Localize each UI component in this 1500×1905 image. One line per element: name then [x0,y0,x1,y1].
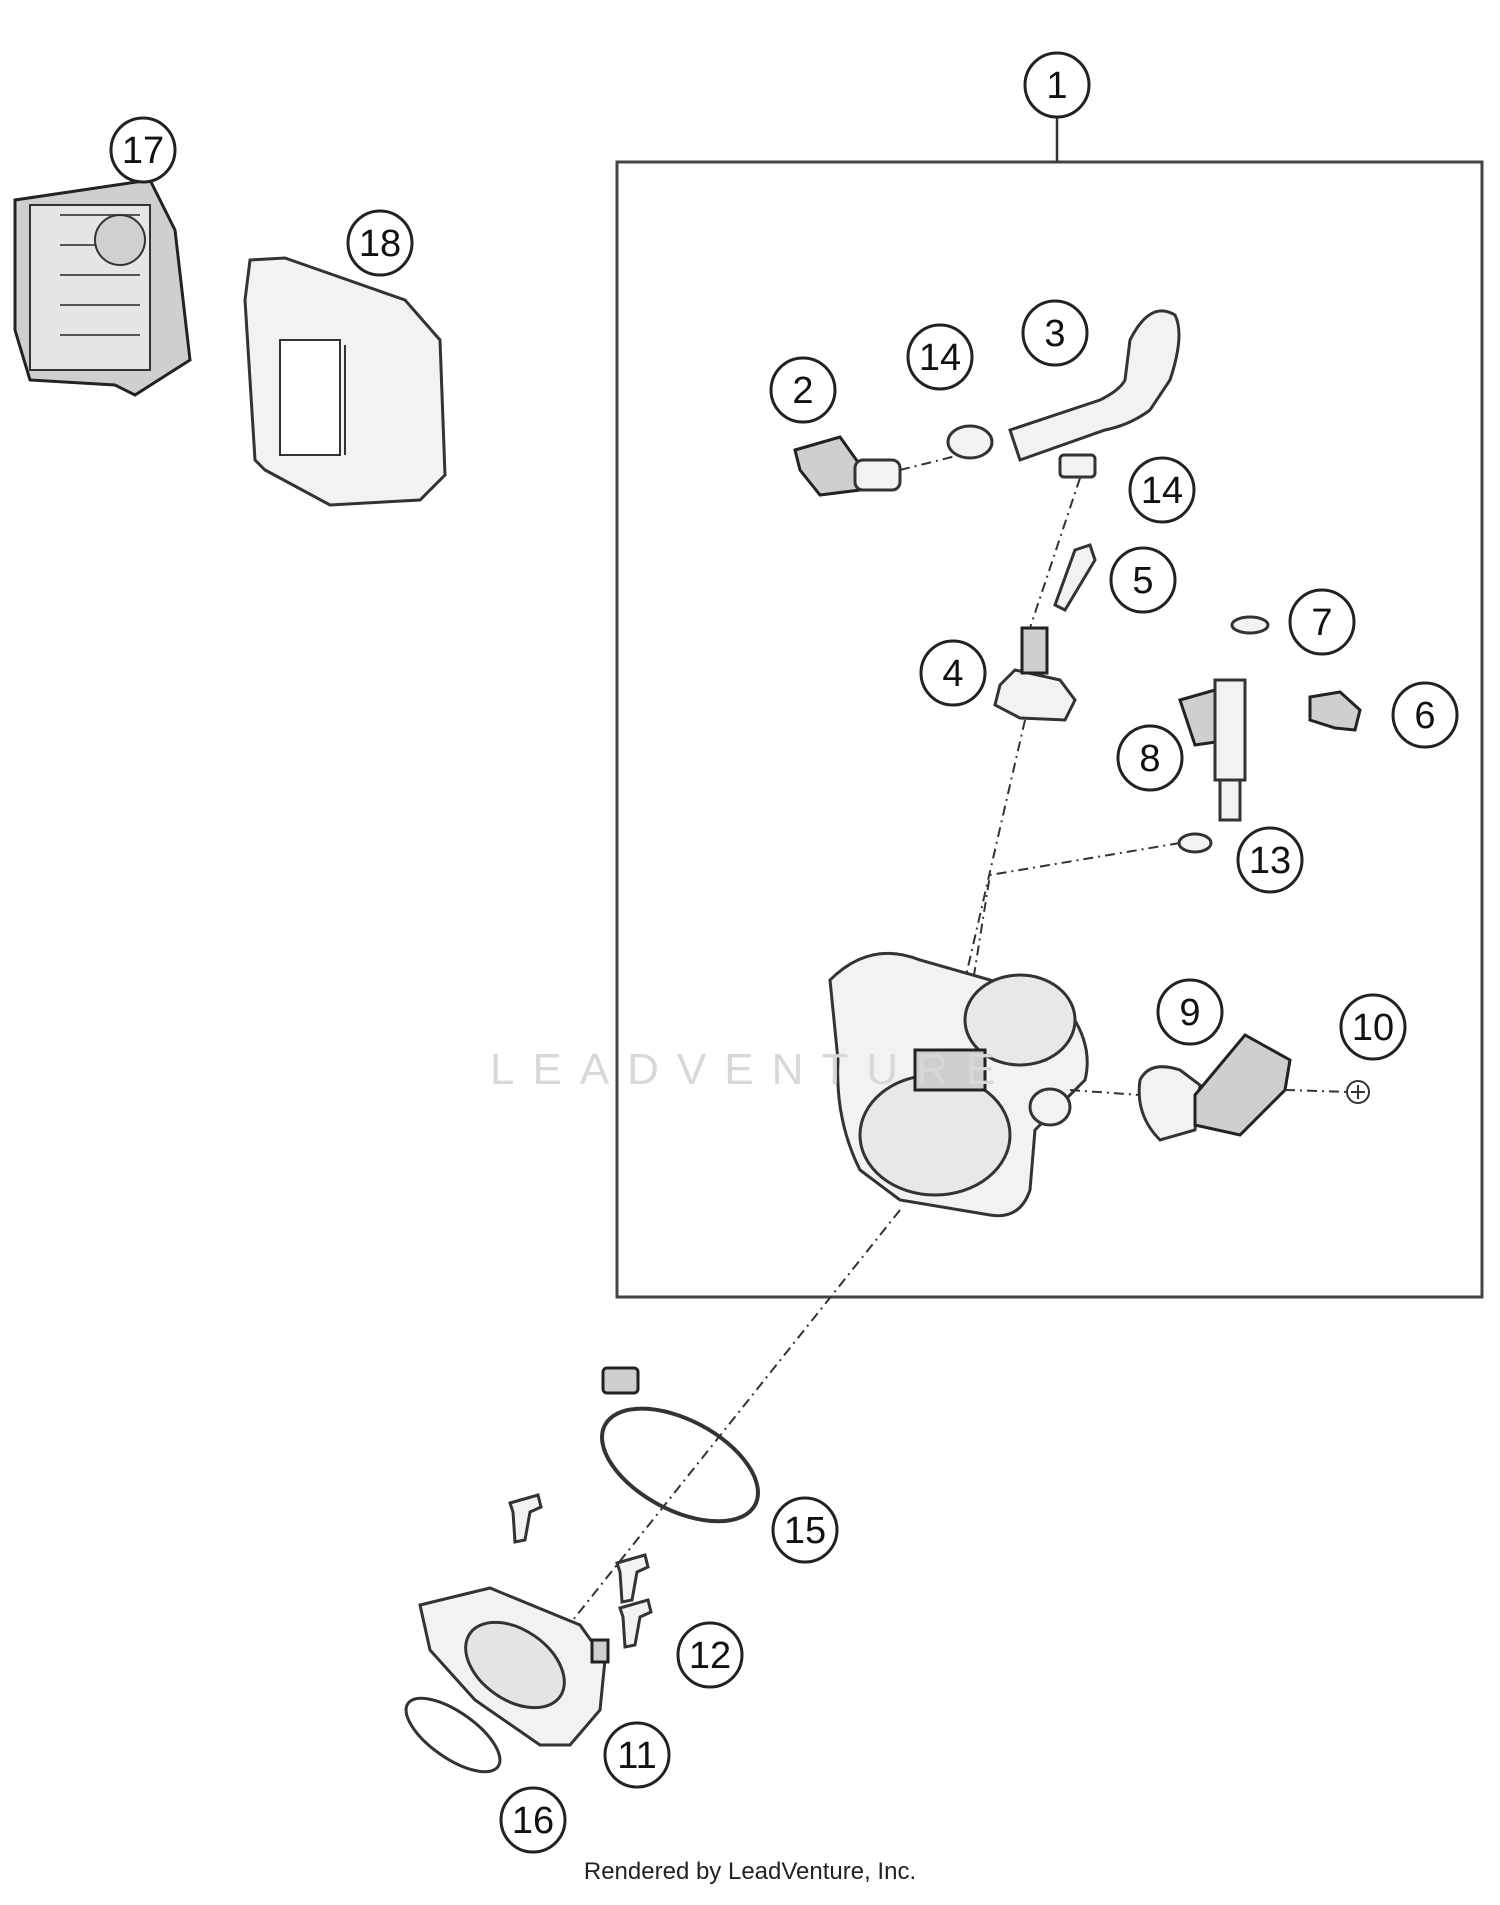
callout-7: 7 [1288,588,1356,656]
callout-17: 17 [109,116,177,184]
callout-16: 16 [499,1786,567,1854]
footer-credit: Rendered by LeadVenture, Inc. [583,1858,917,1885]
callout-label: 9 [1179,992,1200,1034]
callout-10: 10 [1339,993,1407,1061]
callout-11: 11 [603,1721,671,1789]
callout-label: 5 [1132,560,1153,602]
part-6-clip[interactable] [1308,690,1362,732]
part-9-sensor[interactable] [1137,1065,1202,1142]
callout-1: 1 [1023,51,1091,119]
part-16-oring[interactable] [395,1685,511,1786]
part-14-clamp-upper[interactable] [946,424,994,460]
callout-3: 3 [1021,299,1089,367]
part-13-oring[interactable] [1177,832,1213,854]
callout-12: 12 [676,1621,744,1689]
part-18-ecu-cover[interactable] [243,256,447,507]
callout-9: 9 [1156,978,1224,1046]
callout-label: 14 [1141,470,1183,512]
callout-14-lower: 14 [1128,456,1196,524]
throttle-body[interactable] [828,951,1089,1218]
callout-4: 4 [919,639,987,707]
callout-2: 2 [769,356,837,424]
part-12-screws[interactable] [508,1493,653,1649]
callout-label: 8 [1139,738,1160,780]
part-14-clamp-lower[interactable] [1058,453,1097,479]
part-17-ecu[interactable] [13,178,192,397]
callout-label: 6 [1414,695,1435,737]
part-5-screw[interactable] [1053,543,1097,612]
watermark: LEADVENTURE [490,1045,1014,1094]
callout-label: 10 [1352,1007,1394,1049]
callout-label: 14 [919,337,961,379]
callout-label: 11 [617,1735,656,1777]
callout-label: 12 [689,1635,731,1677]
callout-15: 15 [771,1496,839,1564]
part-2-sensor[interactable] [793,435,961,497]
callout-label: 7 [1311,602,1332,644]
part-11-flange[interactable] [418,1586,610,1747]
part-15-clamp[interactable] [584,1366,776,1545]
callout-13: 13 [1236,826,1304,894]
callout-label: 18 [359,223,401,265]
callout-label: 15 [784,1510,826,1552]
callout-label: 16 [512,1800,554,1842]
callout-label: 4 [942,653,963,695]
part-8-injector[interactable] [1178,678,1247,822]
assembly-box [615,160,1484,1299]
callout-5: 5 [1109,546,1177,614]
callout-label: 1 [1046,65,1067,107]
callout-6: 6 [1391,681,1459,749]
part-10-tps[interactable] [1193,1033,1292,1137]
callout-label: 13 [1249,840,1291,882]
callout-18: 18 [346,209,414,277]
part-7-oring[interactable] [1230,615,1270,635]
callout-label: 2 [792,370,813,412]
callout-8: 8 [1116,724,1184,792]
part-3-hose[interactable] [1008,309,1181,462]
callout-label: 17 [122,130,164,172]
part-4-sensor[interactable] [993,626,1077,722]
callout-label: 3 [1044,313,1065,355]
callout-14-upper: 14 [906,323,974,391]
